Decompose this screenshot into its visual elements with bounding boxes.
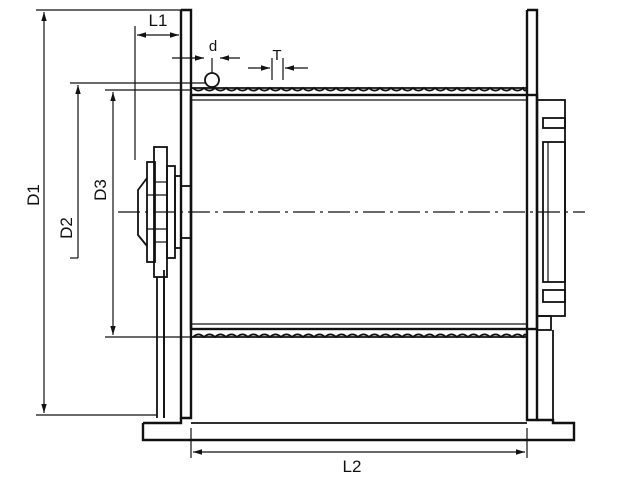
label-t: T <box>272 47 281 64</box>
label-l2: L2 <box>343 457 362 476</box>
dimension-lines <box>41 12 525 455</box>
label-d: d <box>209 38 217 55</box>
label-l1: L1 <box>149 11 168 30</box>
extension-lines <box>36 9 528 458</box>
right-flange <box>525 8 539 422</box>
label-d2: D2 <box>57 217 76 239</box>
left-flange <box>163 8 193 420</box>
right-gear <box>536 99 566 331</box>
wire-grooves <box>192 86 528 339</box>
label-d1: D1 <box>24 184 43 206</box>
wire-cross-section <box>204 72 220 88</box>
dimension-labels: D1 D2 D3 L1 L2 d T <box>24 11 361 476</box>
base-plate <box>141 330 576 442</box>
left-hub <box>137 146 192 418</box>
label-d3: D3 <box>91 179 110 201</box>
